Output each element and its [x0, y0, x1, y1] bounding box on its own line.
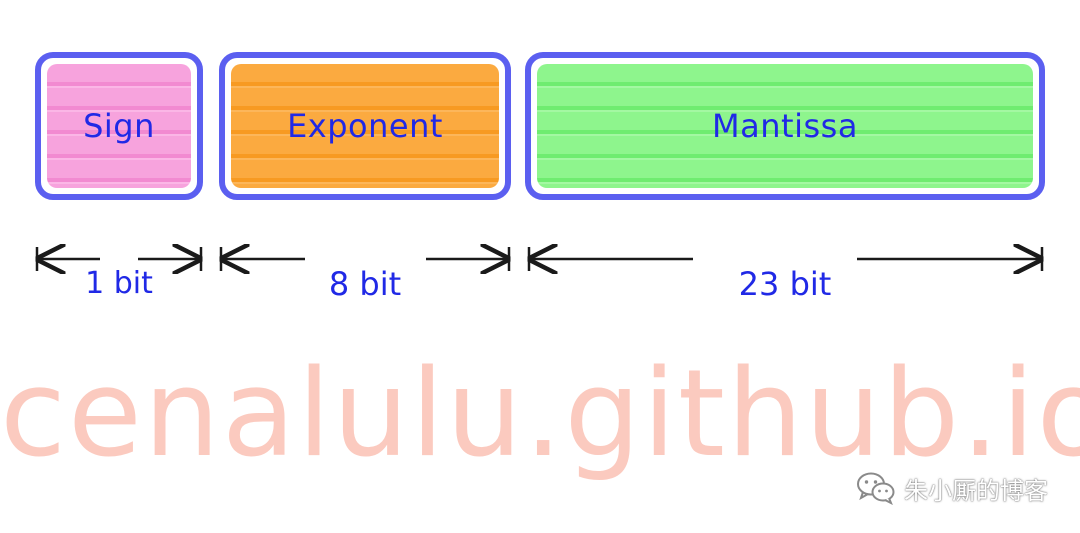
mantissa-field-box: Mantissa — [525, 52, 1045, 200]
sign-field-box: Sign — [35, 52, 203, 200]
exponent-field-label: Exponent — [287, 107, 443, 145]
sign-bit-width-label: 1 bit — [85, 266, 153, 301]
exponent-dimension — [221, 247, 509, 271]
mantissa-dimension — [529, 247, 1042, 271]
exponent-highlight-fill — [231, 64, 499, 188]
exponent-field-box: Exponent — [219, 52, 511, 200]
mantissa-field-label: Mantissa — [712, 107, 858, 145]
wechat-icon — [857, 472, 895, 505]
sign-field-label: Sign — [83, 107, 155, 145]
sign-highlight-fill — [47, 64, 191, 188]
credit-text: 朱小厮的博客 — [904, 476, 1048, 505]
sign-dimension — [37, 247, 201, 271]
exponent-bit-width-label: 8 bit — [328, 265, 402, 303]
mantissa-bit-width-label: 23 bit — [738, 265, 832, 303]
mantissa-highlight-fill — [537, 64, 1033, 188]
site-watermark: cenalulu.github.io — [0, 345, 1080, 484]
source-credit: 朱小厮的博客 — [856, 468, 1048, 508]
